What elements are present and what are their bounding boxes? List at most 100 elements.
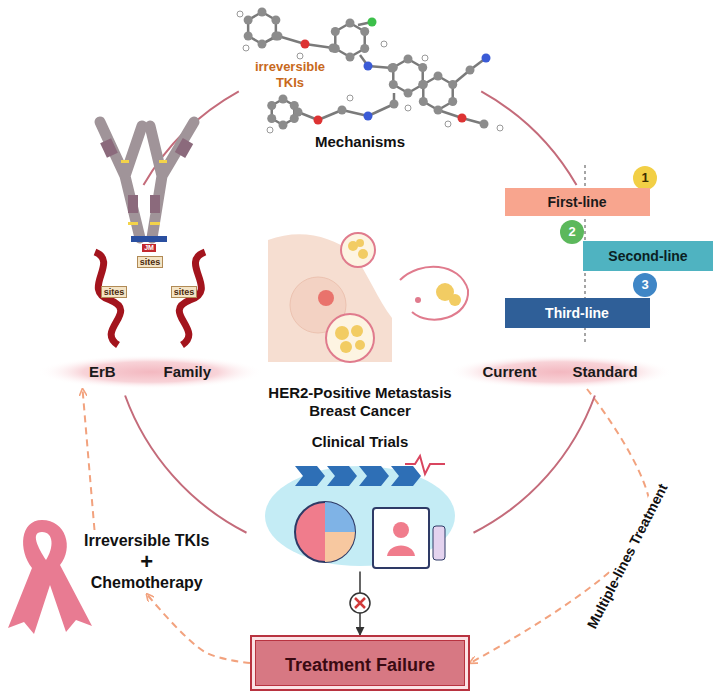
molecule-model-part: [279, 121, 288, 130]
trials-icon-part: [325, 532, 355, 562]
band-fill: [448, 355, 673, 389]
drug-label: irreversible TKIs: [251, 59, 329, 90]
molecule-model-part: [346, 19, 355, 28]
domain-tag: JM: [142, 244, 156, 252]
family-band: ErBFamily: [38, 355, 263, 389]
molecule-model-part: [258, 40, 267, 49]
trials-icon-part: [295, 502, 355, 562]
trials-icon: [255, 450, 465, 572]
erbb-receptor-part: [150, 122, 194, 238]
molecule-model-part: [419, 97, 428, 106]
molecule-model-part: [368, 18, 377, 27]
standard-band: CurrentStandard: [448, 355, 673, 389]
molecule-model-part: [390, 100, 399, 109]
molecule-model-part: [360, 44, 369, 53]
molecule-model-part: [279, 95, 288, 104]
trials-icon-part: [359, 466, 389, 486]
erbb-receptor-part: [179, 252, 205, 345]
molecule-model-part: [422, 55, 428, 61]
breast-illustration-part: [356, 239, 364, 247]
therapy-group: Irreversible TKIs+Chemotherapy: [78, 530, 215, 594]
flow-arrow: [147, 594, 250, 663]
molecule-model-part: [381, 41, 387, 47]
trials-icon-part: [325, 502, 355, 532]
molecule-model-part: [364, 112, 373, 121]
site-tag: sites: [171, 286, 198, 299]
molecule-model-part: [301, 40, 310, 49]
erbb-receptor-part: [100, 138, 118, 158]
breast-illustration-part: [351, 325, 363, 337]
molecule-model-part: [267, 101, 276, 110]
trials-icon-part: [327, 466, 357, 486]
molecule-model-part: [482, 54, 491, 63]
trials-group: Clinical Trials: [250, 429, 470, 572]
breast-illustration-part: [335, 326, 349, 340]
molecule-model-part: [314, 116, 323, 125]
node-text: Irreversible TKIs: [84, 532, 209, 550]
molecule-model-part: [448, 80, 457, 89]
molecule-model-part: [331, 27, 340, 36]
breast-illustration-part: [400, 267, 468, 320]
node-text: +: [140, 550, 153, 574]
trials-icon-part: [393, 522, 409, 538]
molecule-model-part: [267, 127, 273, 133]
erbb-receptor-part: [100, 122, 142, 238]
cycle-circle-part: [481, 90, 578, 185]
molecule-model-part: [418, 63, 427, 72]
molecule-model-part: [243, 45, 249, 51]
edge-label: Multiple-lines Treatment: [583, 478, 673, 633]
breast-illustration-part: [340, 341, 352, 353]
molecule-model-part: [258, 8, 267, 17]
molecule-model-part: [445, 121, 451, 127]
flow-arrow: [470, 389, 651, 663]
erbb-receptor-part: [150, 195, 160, 213]
node-text: Clinical Trials: [312, 433, 409, 450]
molecule-model-part: [434, 106, 443, 115]
molecule-model-part: [405, 105, 411, 111]
molecule-model-part: [274, 32, 283, 41]
failure-cross: [350, 593, 370, 613]
cycle-circle-part: [473, 395, 596, 533]
molecule-model-part: [448, 97, 457, 106]
erbb-receptor-part: [128, 222, 138, 225]
pink-ribbon-part: [8, 520, 92, 634]
node-text: Treatment Failure: [282, 637, 438, 693]
erbb-receptor-part: [175, 138, 193, 158]
molecule-model-part: [244, 16, 253, 25]
erbb-receptor-part: [159, 160, 167, 163]
trials-icon-part: [373, 508, 429, 568]
molecule-model-part: [360, 27, 369, 36]
erbb-receptor-part: [150, 222, 160, 225]
failure-box: Treatment Failure: [250, 635, 470, 691]
breast-illustration-part: [326, 314, 374, 362]
band-fill: [38, 355, 263, 389]
band-ellipse: [448, 355, 673, 389]
molecule-model-part: [404, 55, 413, 64]
failure-cross-part: [355, 598, 365, 608]
node-text: 3: [633, 273, 657, 297]
center-title: HER2-Positive Metastasis Breast Cancer: [255, 384, 465, 420]
molecule-model-part: [419, 80, 428, 89]
site-tag: sites: [101, 286, 128, 299]
section-title: Mechanisms: [315, 133, 405, 151]
trials-icon-part: [295, 466, 325, 486]
molecule-model-part: [267, 114, 276, 123]
node-text: Standard: [573, 355, 638, 389]
molecule-model-part: [389, 80, 398, 89]
molecule-model-part: [364, 62, 373, 71]
node-text: 2: [560, 220, 584, 244]
molecule-model-part: [388, 64, 397, 73]
step-number: 3: [633, 273, 657, 297]
molecule-model-part: [244, 32, 253, 41]
breast-illustration-part: [355, 340, 365, 350]
molecule-model-part: [347, 95, 353, 101]
node-text: First-line: [517, 188, 638, 216]
node-text: Third-line: [517, 298, 638, 328]
molecule-model-part: [458, 114, 467, 123]
line-box: Third-line: [505, 298, 650, 328]
molecule-model-part: [271, 16, 280, 25]
band-ellipse: [38, 355, 263, 389]
erbb-receptor-part: [128, 195, 138, 213]
molecule-model-part: [338, 106, 347, 115]
